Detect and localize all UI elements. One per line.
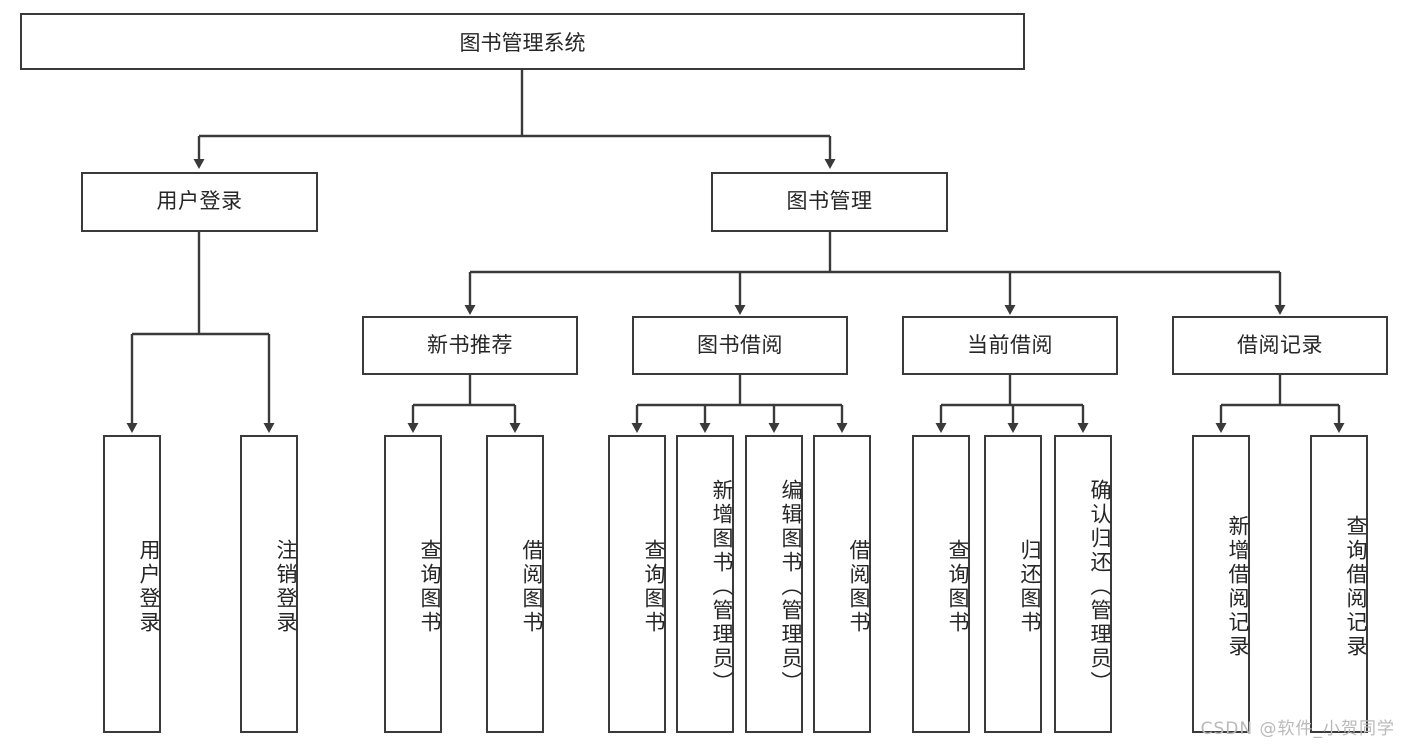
node-leaf-query-record-label: 查询借阅记录 (1344, 515, 1368, 659)
node-leaf-borrow-book-1[interactable]: 借阅图书 (486, 435, 544, 733)
node-leaf-add-book-label: 新增图书（管理员） (710, 479, 734, 695)
node-leaf-query-book-1-label: 查询图书 (418, 539, 442, 635)
node-leaf-user-login-label: 用户登录 (137, 539, 161, 635)
watermark-text: CSDN @软件_小贺同学 (1200, 719, 1395, 739)
node-leaf-query-book-3[interactable]: 查询图书 (912, 435, 970, 733)
node-leaf-confirm-return[interactable]: 确认归还（管理员） (1054, 435, 1112, 733)
node-root[interactable]: 图书管理系统 (20, 13, 1025, 70)
node-book-manage-label: 图书管理 (786, 189, 873, 214)
node-leaf-return-book-label: 归还图书 (1018, 539, 1042, 635)
node-current-borrow-label: 当前借阅 (967, 332, 1053, 357)
node-leaf-add-book[interactable]: 新增图书（管理员） (676, 435, 734, 733)
node-leaf-add-record[interactable]: 新增借阅记录 (1192, 435, 1250, 733)
node-leaf-confirm-return-label: 确认归还（管理员） (1088, 479, 1112, 695)
node-borrow-record[interactable]: 借阅记录 (1172, 316, 1388, 375)
node-leaf-user-logout[interactable]: 注销登录 (240, 435, 298, 733)
node-user-login-label: 用户登录 (156, 189, 243, 214)
node-leaf-borrow-book-1-label: 借阅图书 (520, 539, 544, 635)
node-leaf-add-record-label: 新增借阅记录 (1226, 515, 1250, 659)
node-new-book-rec-label: 新书推荐 (427, 332, 513, 357)
node-leaf-query-book-1[interactable]: 查询图书 (384, 435, 442, 733)
node-leaf-query-book-2-label: 查询图书 (642, 539, 666, 635)
node-leaf-user-logout-label: 注销登录 (274, 539, 298, 635)
node-book-borrow-label: 图书借阅 (697, 332, 783, 357)
node-leaf-query-book-3-label: 查询图书 (946, 539, 970, 635)
node-book-borrow[interactable]: 图书借阅 (632, 316, 848, 375)
node-new-book-rec[interactable]: 新书推荐 (362, 316, 578, 375)
node-leaf-edit-book[interactable]: 编辑图书（管理员） (745, 435, 803, 733)
node-leaf-query-book-2[interactable]: 查询图书 (608, 435, 666, 733)
node-leaf-borrow-book-2-label: 借阅图书 (847, 539, 871, 635)
node-borrow-record-label: 借阅记录 (1237, 332, 1323, 357)
node-leaf-return-book[interactable]: 归还图书 (984, 435, 1042, 733)
node-root-label: 图书管理系统 (459, 30, 586, 55)
node-leaf-borrow-book-2[interactable]: 借阅图书 (813, 435, 871, 733)
node-leaf-user-login[interactable]: 用户登录 (103, 435, 161, 733)
node-leaf-query-record[interactable]: 查询借阅记录 (1310, 435, 1368, 733)
node-book-manage[interactable]: 图书管理 (711, 172, 948, 232)
node-leaf-edit-book-label: 编辑图书（管理员） (779, 479, 803, 695)
node-user-login[interactable]: 用户登录 (81, 172, 318, 232)
node-current-borrow[interactable]: 当前借阅 (902, 316, 1118, 375)
